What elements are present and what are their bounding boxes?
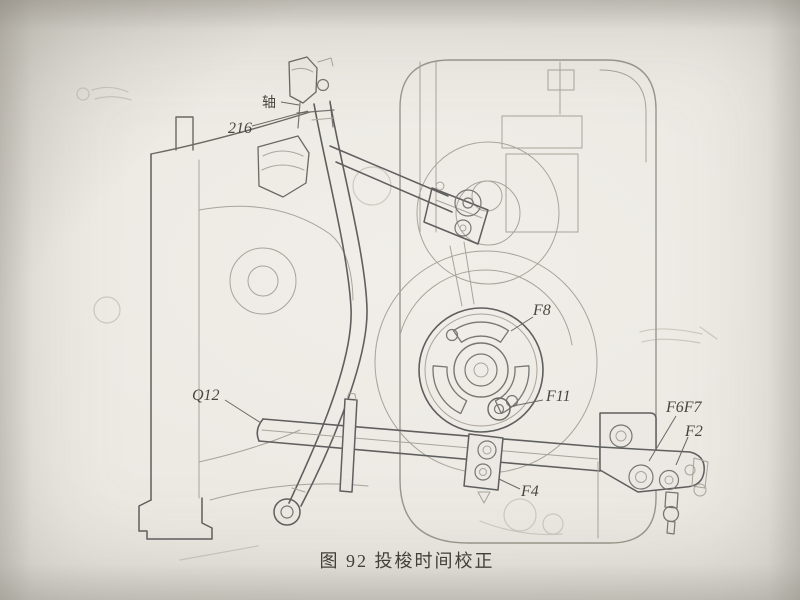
leader-lines [224,101,689,490]
part-label-f2: F2 [684,423,703,440]
part-label-216: 216 [228,120,252,137]
part-label-f11: F11 [545,388,571,405]
figure-caption: 图 92 投梭时间校正 [320,551,495,571]
vertical-flat-bar [339,392,358,493]
part-label-f6f7: F6F7 [665,399,703,416]
upper-clamp-linkage [329,145,503,307]
picking-stick-lever [273,101,368,526]
part-labels: 216 轴 F8 F11 Q12 F4 F6F7 F2 [192,95,703,500]
top-shoe-assembly [257,56,335,198]
picking-cam-disc [418,307,544,433]
part-label-f8: F8 [532,302,551,319]
part-label-shaft: 轴 [262,95,276,111]
part-label-q12: Q12 [192,387,220,404]
part-label-f4: F4 [520,483,539,500]
left-frame [138,111,369,540]
lower-horizontal-arm [256,418,601,472]
right-bracket-assembly [597,412,709,539]
center-link [463,433,504,504]
scan-bleedthrough-marks [76,86,718,561]
